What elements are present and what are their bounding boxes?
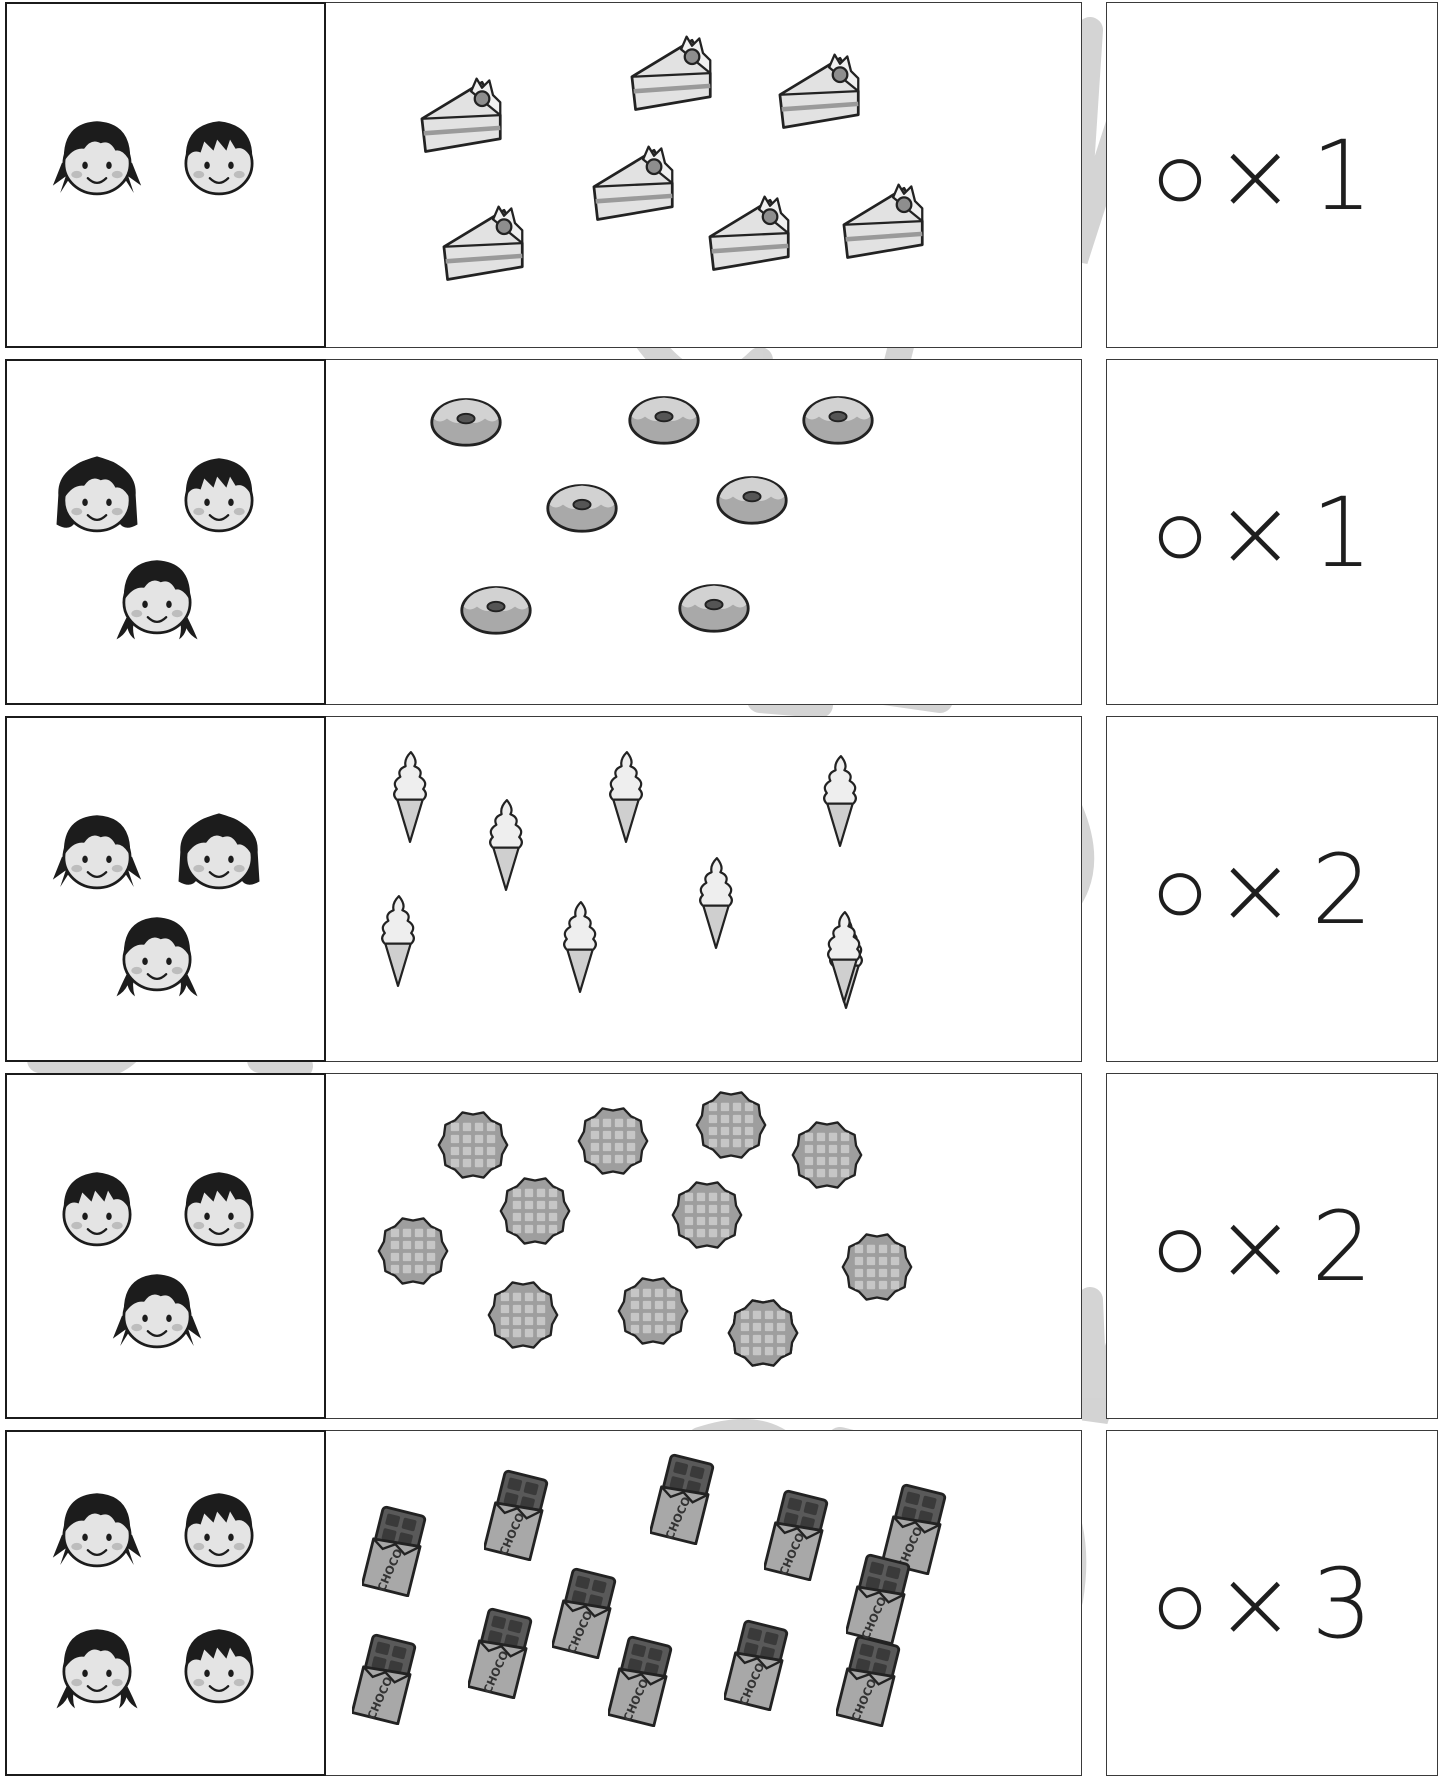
girl-pigtails-icon [51,806,143,902]
circle-symbol: ○ [1151,834,1211,946]
answer-panel: ○×3 [1106,1430,1438,1776]
ice-cream-cone-icon [558,897,602,1001]
answer-panel: ○×2 [1106,1073,1438,1419]
times-symbol: × [1215,1548,1297,1660]
cake-slice-icon [588,143,680,229]
times-symbol: × [1215,477,1297,589]
boy-icon [173,449,265,545]
cake-slice-icon [438,203,530,289]
times-symbol: × [1215,1191,1297,1303]
puzzle-row-1: ○×1 [5,2,1438,349]
answer-number: 2 [1311,834,1374,946]
boy-icon [173,1620,265,1716]
answer-number: 1 [1311,120,1374,232]
chocolate-bar-icon: CHOCO [362,1503,428,1601]
ice-cream-cone-icon [694,853,738,957]
chocolate-bar-icon: CHOCO [724,1617,790,1715]
donut-icon [544,478,620,539]
cake-slice-icon [626,33,718,119]
circle-symbol: ○ [1151,1191,1211,1303]
items-panel [326,2,1082,348]
donut-icon [714,470,790,531]
waffle-icon [376,1214,450,1292]
donut-icon [458,580,534,641]
items-panel [326,359,1082,705]
chocolate-bar-icon: CHOCO [484,1467,550,1565]
girl-braids-icon [51,1620,143,1716]
puzzle-row-3: ○×2 [5,716,1438,1063]
chocolate-bar-icon: CHOCO [352,1631,418,1729]
puzzle-row-4: ○×2 [5,1073,1438,1420]
girl-bob-icon [51,449,143,545]
children-panel [5,716,326,1062]
chocolate-bar-icon: CHOCO [846,1551,912,1649]
ice-cream-cone-icon [822,907,866,1011]
girl-pigtails-icon [51,112,143,208]
chocolate-bar-icon: CHOCO [650,1451,716,1549]
donut-icon [626,390,702,451]
puzzle-row-2: ○×1 [5,359,1438,706]
circle-symbol: ○ [1151,1548,1211,1660]
girl-bob-icon [173,806,265,902]
answer-number: 2 [1311,1191,1374,1303]
waffle-icon [670,1178,744,1256]
waffle-icon [498,1174,572,1252]
ice-cream-cone-icon [818,751,862,855]
ice-cream-cone-icon [376,891,420,995]
chocolate-bar-icon: CHOCO [608,1633,674,1731]
ice-cream-cone-icon [484,795,528,899]
cake-slice-icon [704,193,796,279]
waffle-icon [840,1230,914,1308]
boy-icon [173,1163,265,1259]
circle-symbol: ○ [1151,120,1211,232]
girl-pigtails-icon [111,1265,203,1361]
answer-panel: ○×2 [1106,716,1438,1062]
answer-text: ○×1 [1151,360,1375,706]
donut-icon [428,392,504,453]
answer-text: ○×2 [1151,717,1375,1063]
girl-pigtails-icon [51,1484,143,1580]
cake-slice-icon [774,51,866,137]
waffle-icon [726,1296,800,1374]
waffle-icon [694,1088,768,1166]
boy-icon [173,112,265,208]
children-panel [5,1073,326,1419]
times-symbol: × [1215,834,1297,946]
answer-number: 3 [1311,1548,1374,1660]
boy-icon [51,1163,143,1259]
donut-icon [676,578,752,639]
items-panel [326,1073,1082,1419]
girl-braids-icon [111,908,203,1004]
children-panel [5,2,326,348]
children-panel [5,1430,326,1776]
chocolate-bar-icon: CHOCO [764,1487,830,1585]
waffle-icon [576,1104,650,1182]
boy-icon [173,1484,265,1580]
answer-text: ○×1 [1151,3,1375,349]
circle-symbol: ○ [1151,477,1211,589]
children-panel [5,359,326,705]
answer-number: 1 [1311,477,1374,589]
waffle-icon [486,1278,560,1356]
chocolate-bar-icon: CHOCO [468,1605,534,1703]
waffle-icon [790,1118,864,1196]
answer-text: ○×2 [1151,1074,1375,1420]
donut-icon [800,390,876,451]
answer-text: ○×3 [1151,1431,1375,1777]
waffle-icon [616,1274,690,1352]
ice-cream-cone-icon [604,747,648,851]
answer-panel: ○×1 [1106,359,1438,705]
times-symbol: × [1215,120,1297,232]
cake-slice-icon [838,181,930,267]
answer-panel: ○×1 [1106,2,1438,348]
girl-braids-icon [111,551,203,647]
ice-cream-cone-icon [388,747,432,851]
cake-slice-icon [416,75,508,161]
items-panel [326,716,1082,1062]
